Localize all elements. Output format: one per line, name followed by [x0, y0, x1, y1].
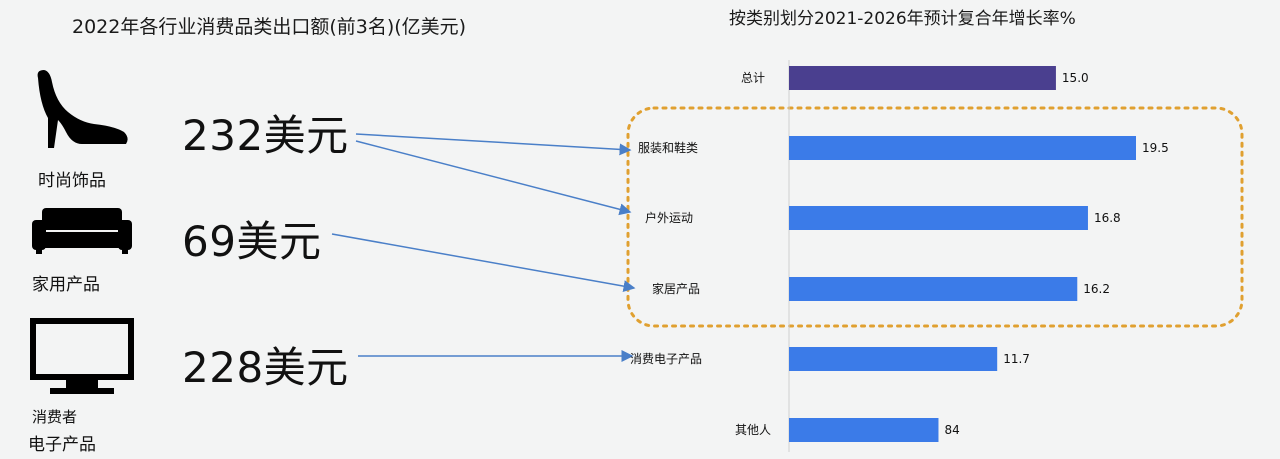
category-label-consumer: 消费者: [32, 408, 78, 426]
bar-1: [789, 136, 1136, 160]
bar-3: [789, 277, 1078, 301]
value-label-3: 16.2: [1083, 282, 1110, 296]
category-label-3: 家居产品: [652, 281, 700, 296]
tv-monitor-icon: [30, 318, 134, 394]
value-label-4: 11.7: [1003, 352, 1030, 366]
arrow-fashion-outdoor: [355, 140, 632, 216]
category-label-5: 其他人: [735, 423, 771, 437]
arrow-fashion-apparel: [355, 133, 632, 156]
category-label-electronics: 电子产品: [28, 435, 96, 455]
category-label-fashion: 时尚饰品: [38, 171, 106, 191]
export-value-fashion: 232美元: [182, 111, 349, 160]
chart-title: 按类别划分2021-2026年预计复合年增长率%: [729, 9, 1076, 29]
category-label-1: 服装和鞋类: [638, 140, 698, 155]
value-label-5: 84: [944, 423, 959, 437]
export-value-electronics: 228美元: [182, 343, 349, 392]
arrow-household-home: [331, 233, 636, 293]
bar-5: [789, 418, 939, 442]
bars-group: 总计 15.0 服装和鞋类 19.5 户外运动 16.8 家居产品 16.2 消费电子产品 11.…: [630, 66, 1169, 442]
value-label-2: 16.8: [1094, 211, 1121, 225]
bar-4: [789, 347, 998, 371]
left-panel-title: 2022年各行业消费品类出口额(前3名)(亿美元): [72, 16, 467, 38]
sofa-icon: [32, 208, 132, 254]
bar-2: [789, 206, 1088, 230]
highlight-box: [626, 106, 1244, 328]
category-label-4: 消费电子产品: [630, 352, 702, 366]
value-label-0: 15.0: [1062, 71, 1089, 85]
export-value-household: 69美元: [182, 217, 322, 266]
category-label-household: 家用产品: [32, 275, 100, 295]
category-label-0: 总计: [741, 71, 765, 85]
value-label-1: 19.5: [1142, 141, 1169, 155]
bar-0: [789, 66, 1056, 90]
high-heel-icon: [37, 70, 128, 148]
category-label-2: 户外运动: [645, 210, 693, 225]
